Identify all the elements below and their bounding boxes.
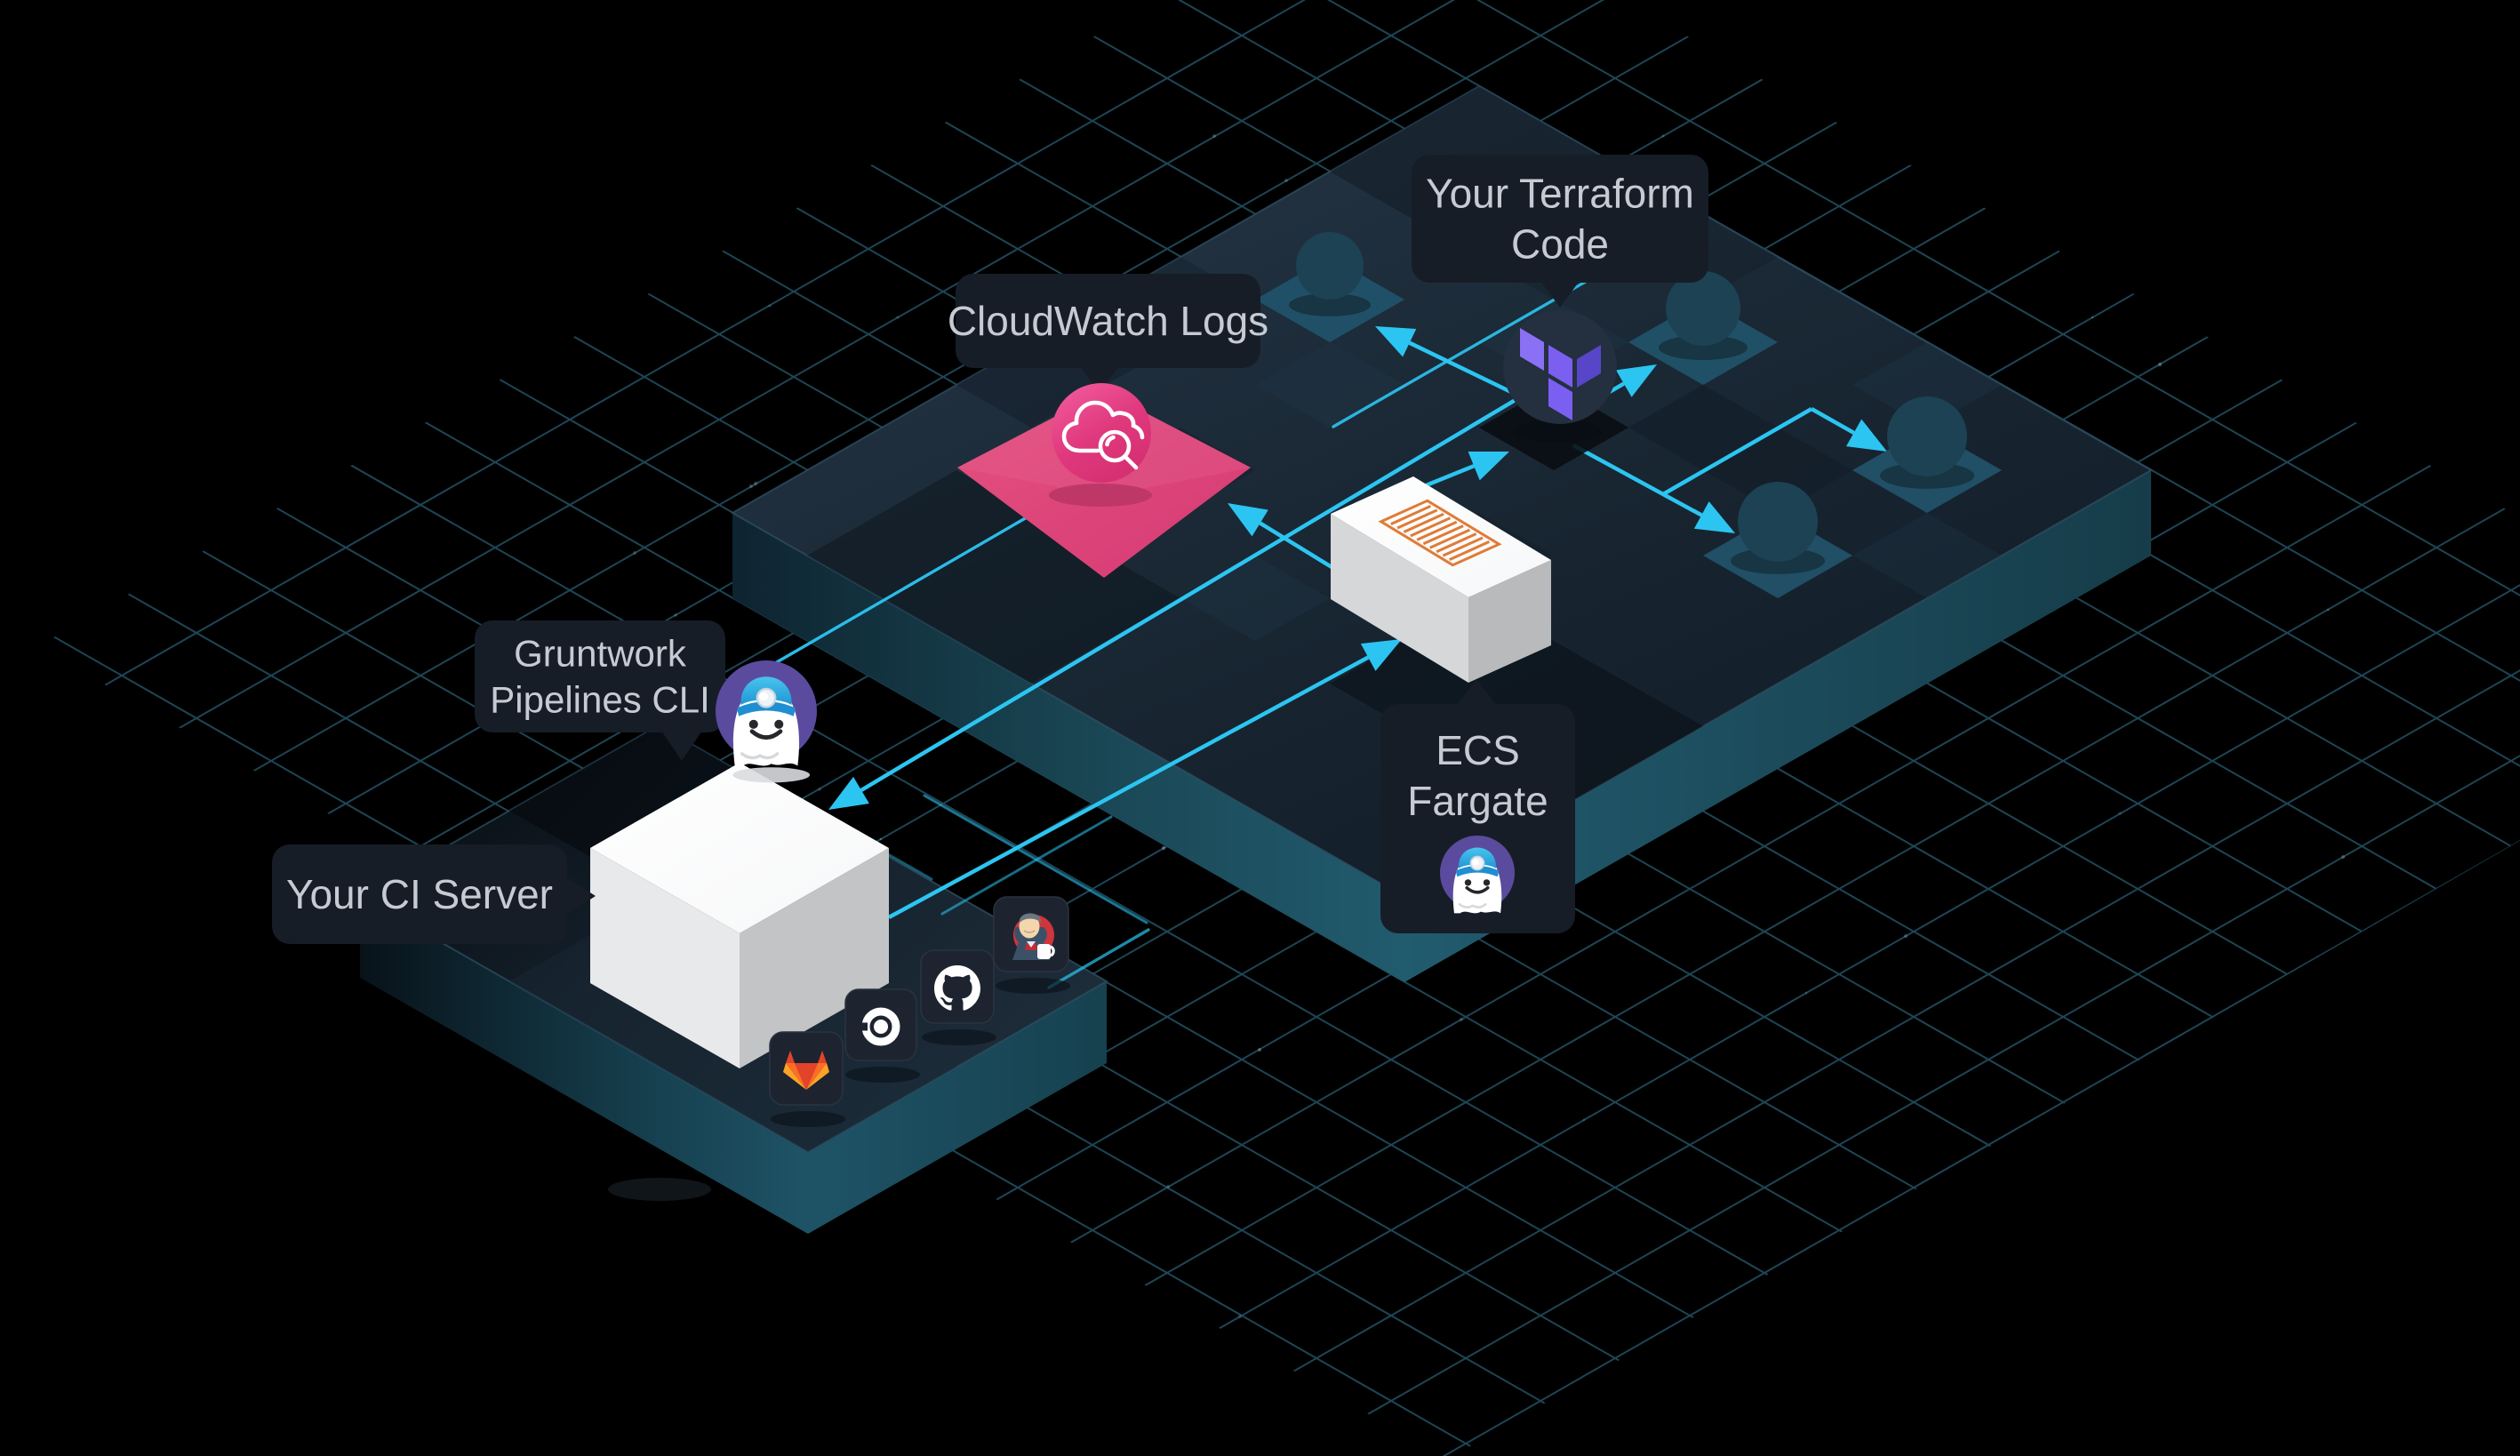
label-gruntwork-cli-tail: [661, 731, 702, 761]
jenkins-icon: [993, 896, 1070, 994]
ci-platform-side-right: [808, 981, 1107, 1234]
label-ecs-fargate-tail: [1456, 679, 1497, 706]
label-cloudwatch-box: [956, 274, 1260, 368]
github-icon: [920, 949, 996, 1045]
sphere-node-4: [1703, 482, 1852, 598]
sphere-node-3: [1852, 396, 2002, 513]
gruntwork-mascot: [716, 660, 817, 783]
sphere-node-2: [1628, 271, 1778, 385]
label-cloudwatch-text-1: CloudWatch Logs: [948, 298, 1268, 344]
circleci-logo: [860, 1007, 900, 1046]
label-terraform-code-box: [1412, 155, 1708, 283]
label-ecs-fargate-box: [1380, 704, 1575, 933]
arrows: [828, 326, 1887, 919]
terraform-icon-shadow: [1513, 420, 1602, 443]
circleci-icon: [844, 988, 920, 1083]
gitlab-logo: [783, 1051, 829, 1090]
ecs-fargate-mascot-helmet-brim: [1455, 866, 1500, 877]
label-ecs-fargate-text-2: Fargate: [1407, 778, 1548, 824]
ci-server-box: [590, 763, 889, 1068]
ecs-fargate-mascot-smile: [1465, 886, 1490, 894]
cloudwatch-tile-group: [957, 383, 1251, 578]
github-icon-shadow: [922, 1029, 996, 1045]
cloudwatch-cloud-magnifier-icon: [1061, 400, 1145, 470]
aws-platform-side-left: [732, 513, 1404, 982]
sphere-node-1: [1255, 232, 1404, 342]
ecs-fargate-mascot: [1440, 836, 1515, 914]
ground-shadow-ellipse: [608, 1178, 711, 1201]
label-ecs-fargate-text-1: ECS: [1436, 727, 1520, 773]
gruntwork-mascot-shadow: [732, 767, 811, 783]
aws-platform: [730, 84, 2154, 982]
sphere-node-2-shadow: [1659, 335, 1748, 360]
ci-box-side-left: [590, 848, 740, 1068]
ecs-box-side-left: [1331, 514, 1468, 683]
ci-platform-side-left: [360, 896, 808, 1234]
aws-platform-side-right: [1404, 470, 2151, 982]
label-terraform-code-text-1: Your Terraform: [1426, 171, 1694, 217]
ci-box-top: [590, 763, 889, 933]
label-ecs-fargate: ECS Fargate: [1380, 679, 1575, 933]
sphere-node-1-shadow: [1289, 293, 1371, 316]
terraform-node: [1479, 310, 1628, 470]
sphere-node-4-sphere: [1738, 482, 1818, 562]
arrow-ci-to-ecs: [887, 639, 1402, 919]
gruntwork-mascot-smile: [749, 729, 783, 740]
label-cloudwatch-tail: [1080, 366, 1119, 393]
sphere-node-1-sphere: [1296, 232, 1364, 300]
arrow-terraform-to-ci: [828, 372, 1562, 810]
terraform-logo: [1520, 328, 1601, 420]
arrow-elbow-segment: [1661, 407, 1813, 496]
arrow-terraform-to-sphere4: [1572, 444, 1735, 533]
circleci-icon-shadow: [845, 1067, 920, 1083]
label-ci-server-box: [272, 844, 567, 944]
ci-box-side-right: [740, 848, 889, 1068]
ecs-task-box: [1331, 476, 1551, 683]
label-cloudwatch: CloudWatch Logs: [948, 274, 1268, 393]
gitlab-icon: [769, 1031, 845, 1127]
ecs-box-side-right: [1468, 560, 1551, 683]
github-icon-tile: [920, 949, 995, 1024]
label-ci-server: Your CI Server: [272, 844, 596, 944]
label-terraform-code-tail: [1540, 281, 1580, 308]
arrow-elbow-to-sphere3: [1810, 407, 1887, 452]
label-ci-server-text-1: Your CI Server: [286, 871, 553, 917]
label-ci-server-tail: [565, 876, 596, 916]
github-logo: [934, 965, 980, 1011]
gruntwork-mascot-helmet-brim: [736, 701, 796, 716]
jenkins-icon-shadow: [996, 978, 1070, 994]
label-gruntwork-cli-box: [475, 620, 725, 732]
jenkins-logo: [1012, 913, 1055, 960]
label-terraform-code-text-2: Code: [1511, 221, 1609, 268]
cloudwatch-icon-shadow: [1049, 484, 1152, 507]
sphere-node-2-sphere: [1666, 271, 1740, 346]
label-gruntwork-cli-text-2: Pipelines CLI: [490, 679, 709, 721]
container-icon: [1378, 499, 1502, 567]
gitlab-icon-shadow: [771, 1111, 845, 1127]
sphere-node-3-sphere: [1887, 396, 1967, 476]
label-gruntwork-cli-text-1: Gruntwork: [514, 633, 687, 675]
